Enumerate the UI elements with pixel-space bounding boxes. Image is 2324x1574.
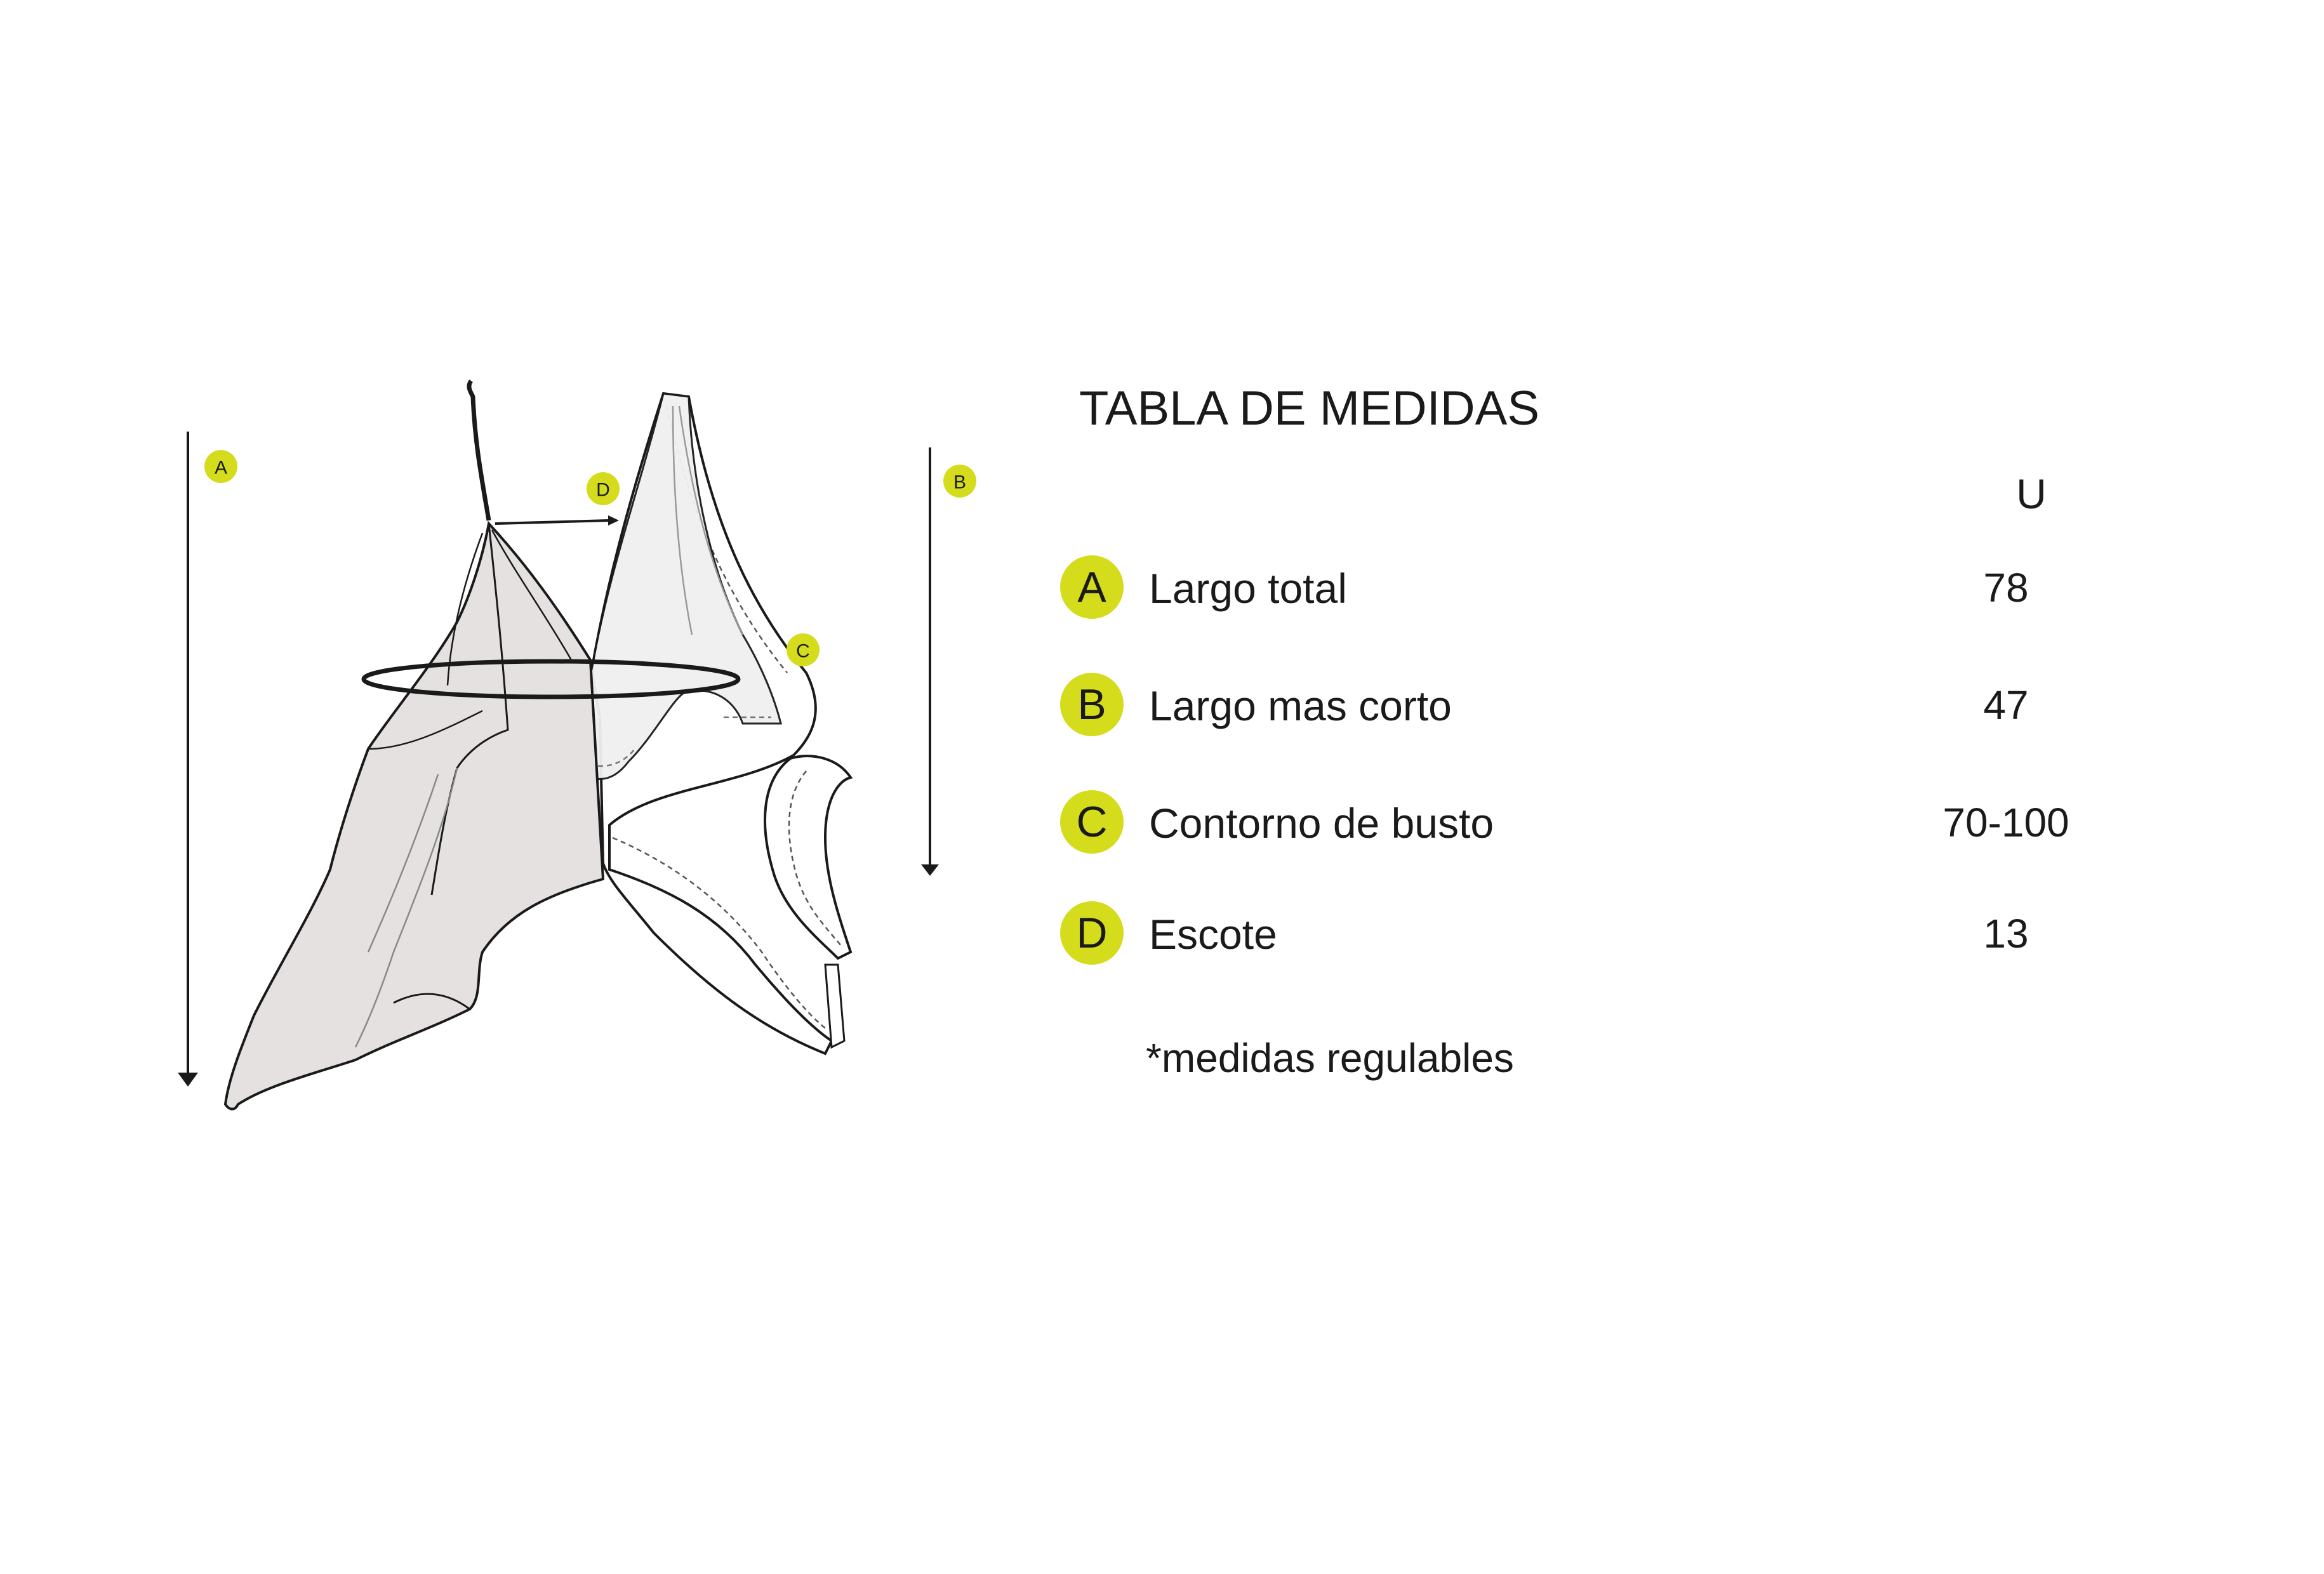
measurement-row-b: B Largo mas corto 47 — [1060, 673, 2139, 749]
measurement-label: Escote — [1149, 911, 1277, 958]
measurement-row-a: A Largo total 78 — [1060, 555, 2139, 632]
measurement-value: 70-100 — [1942, 800, 2069, 845]
measurement-value: 13 — [1983, 911, 2029, 956]
measurement-row-c: C Contorno de busto 70-100 — [1060, 790, 2139, 866]
badge-d: D — [1060, 901, 1124, 965]
table-title: TABLA DE MEDIDAS — [1079, 381, 1540, 435]
garment-strap — [467, 379, 491, 521]
measurement-label: Largo total — [1149, 565, 1347, 612]
garment-front-panel — [223, 520, 605, 1111]
marker-c: C — [787, 633, 820, 666]
svg-text:B: B — [953, 472, 966, 493]
measurement-label: Largo mas corto — [1149, 682, 1452, 729]
svg-text:A: A — [215, 458, 227, 479]
unit-column-header: U — [2016, 470, 2047, 517]
marker-d: D — [587, 472, 620, 505]
badge-b: B — [1060, 673, 1124, 736]
garment-diagram: A B D — [178, 379, 976, 1111]
measure-a-arrow — [178, 432, 198, 1087]
badge-c: C — [1060, 790, 1124, 854]
measurement-label: Contorno de busto — [1149, 800, 1494, 847]
svg-text:D: D — [596, 480, 610, 501]
marker-b: B — [943, 465, 976, 498]
measure-d-arrow — [495, 515, 619, 526]
measure-c-ellipse — [361, 659, 741, 699]
measurement-value: 78 — [1983, 565, 2029, 611]
adjustable-note: *medidas regulables — [1146, 1035, 1514, 1081]
measurement-value: 47 — [1983, 682, 2029, 728]
badge-a: A — [1060, 555, 1124, 619]
measure-b-arrow — [921, 447, 939, 876]
marker-a: A — [204, 450, 237, 483]
svg-text:C: C — [796, 641, 810, 662]
measurement-row-d: D Escote 13 — [1060, 901, 2139, 977]
